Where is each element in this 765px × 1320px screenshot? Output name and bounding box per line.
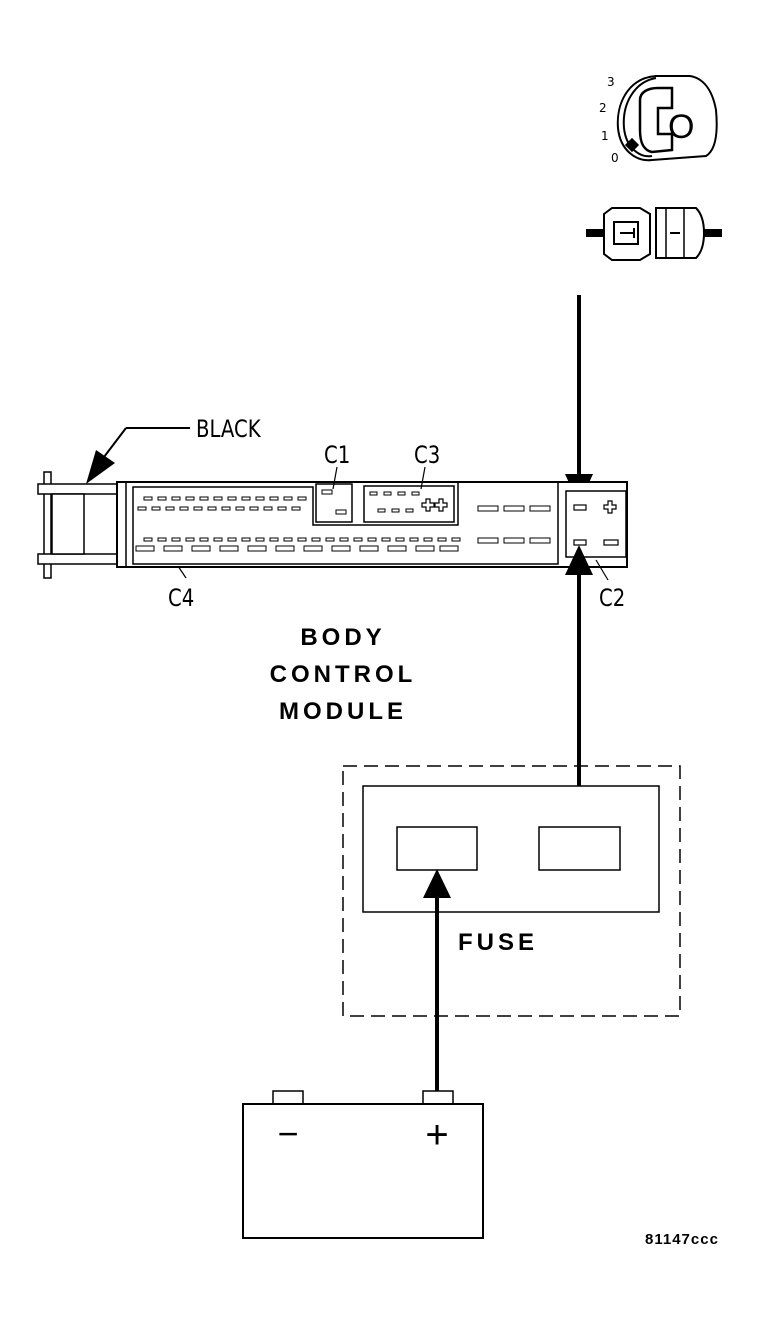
module-title-line2: CONTROL <box>270 661 417 688</box>
arrowhead-into-fuse <box>423 869 451 898</box>
black-leader-diagonal <box>103 427 127 458</box>
c4-pins <box>135 496 551 552</box>
ignition-position-0: 0 <box>611 151 619 165</box>
switch-connector-icon <box>586 207 722 261</box>
black-leader-arrowhead <box>86 450 115 484</box>
ignition-position-3: 3 <box>607 75 615 89</box>
module-title-line3: MODULE <box>279 698 407 725</box>
label-fuse: FUSE <box>458 929 538 956</box>
c4-leader <box>177 565 187 579</box>
figure-code: 81147ccc <box>645 1231 719 1248</box>
c1-leader <box>332 466 338 490</box>
c3-leader <box>420 466 426 490</box>
module-title-line1: BODY <box>300 624 385 651</box>
fuse-terminal-input <box>396 826 478 871</box>
c2-connector <box>565 490 627 558</box>
c1-connector <box>315 483 353 523</box>
battery-positive-sign: + <box>425 1113 448 1157</box>
label-c2: C2 <box>599 585 625 612</box>
fuse-terminal-output <box>538 826 621 871</box>
label-c3: C3 <box>414 442 440 469</box>
ignition-position-1: 1 <box>601 129 609 143</box>
label-c1: C1 <box>324 442 350 469</box>
mounting-bracket <box>37 471 121 579</box>
label-c4: C4 <box>168 585 194 612</box>
ignition-cylinder-letter: O <box>668 108 694 146</box>
c3-connector <box>363 485 455 523</box>
ignition-switch: 3 2 1 0 O <box>586 75 722 261</box>
ignition-position-2: 2 <box>599 101 607 115</box>
body-control-module <box>37 471 628 579</box>
fuse-block: FUSE <box>342 765 681 1017</box>
c2-leader <box>595 559 609 581</box>
battery-icon: − + <box>242 1090 484 1239</box>
c4-connector <box>132 481 559 565</box>
battery-negative-sign: − <box>277 1113 298 1154</box>
arrowhead-into-c2-bottom <box>565 545 593 575</box>
label-black: BLACK <box>196 416 261 443</box>
ignition-cylinder-icon: O <box>616 75 718 162</box>
